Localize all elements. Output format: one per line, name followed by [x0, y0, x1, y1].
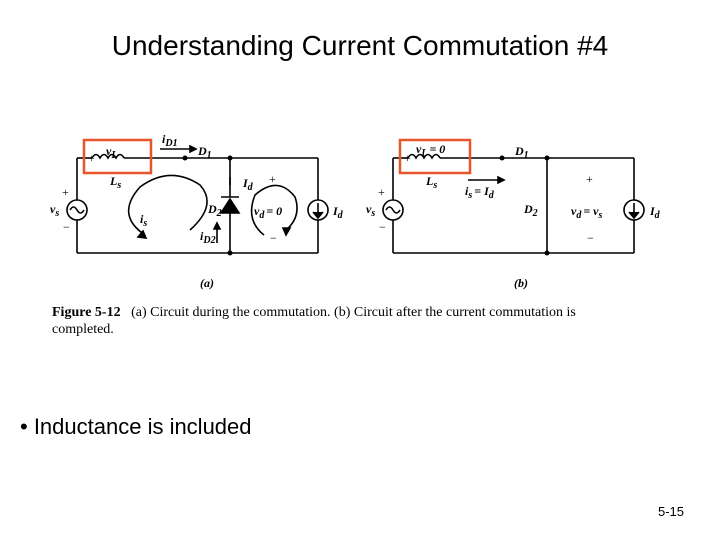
panel-a-highlight-box: [82, 138, 153, 175]
vd-plus-b: +: [586, 172, 593, 186]
node-a-bottom-mid: [227, 250, 233, 256]
vd-label-a: vd= 0: [254, 204, 282, 221]
panel-b-circuit: [382, 153, 645, 254]
figure-caption-label: Figure 5-12: [52, 305, 121, 320]
circuit-figure: + − vL Ls iD1 D1 D2 iD2 is + − vs Id + v…: [50, 132, 661, 290]
D1-label-b: D1: [514, 144, 529, 161]
D2-label-b: D2: [523, 202, 538, 219]
vL-plus-a: +: [88, 151, 95, 165]
node-b-bottom-mid: [544, 250, 550, 256]
node-a-top-d1: [182, 155, 188, 161]
is-label-a: is: [140, 212, 147, 229]
vd-minus-b: −: [587, 231, 594, 245]
panel-b-label: (b): [514, 276, 528, 290]
panel-b-highlight-box: [398, 138, 472, 175]
vd-label-b: vd= vs: [571, 204, 603, 221]
slide-page-number: 5-15: [657, 504, 684, 519]
Ls-label-a: Ls: [109, 174, 121, 191]
Id-right-label-a: Id: [332, 204, 344, 221]
node-b-top-mid: [544, 155, 550, 161]
D1-label-a: D1: [197, 144, 212, 161]
figure-caption-text: (a) Circuit during the commutation. (b) …: [52, 305, 576, 337]
panel-a-circuit: [66, 144, 329, 254]
iD2-label-a: iD2: [200, 229, 216, 246]
vs-minus-a: −: [63, 220, 70, 234]
Id-right-label-b: Id: [649, 204, 661, 221]
vL-plus-b: +: [404, 151, 411, 165]
vd-minus-a: −: [270, 231, 277, 245]
Ls-label-b: Ls: [425, 174, 437, 191]
iD1-label-a: iD1: [162, 132, 178, 149]
slide-title: Understanding Current Commutation #4: [111, 30, 609, 61]
node-b-top-d1: [499, 155, 505, 161]
bullet-text: • Inductance is included: [20, 414, 252, 439]
vL-minus-b: −: [454, 151, 461, 165]
node-a-top-mid: [227, 155, 233, 161]
figure-caption: Figure 5-12 (a) Circuit during the commu…: [52, 304, 612, 338]
vs-label-b: vs: [366, 202, 375, 219]
vs-minus-b: −: [379, 220, 386, 234]
vL-label-a: vL: [106, 144, 117, 161]
vs-plus-a: +: [62, 185, 69, 199]
vs-label-a: vs: [50, 202, 59, 219]
vL-minus-a: −: [137, 151, 144, 165]
is-eq-Id-label-b: is= Id: [465, 184, 495, 201]
Id-label-a: Id: [242, 176, 254, 193]
vs-plus-b: +: [378, 185, 385, 199]
vL-label-b: vL= 0: [416, 142, 445, 159]
panel-a-label: (a): [200, 276, 214, 290]
D2-label-a: D2: [207, 202, 222, 219]
vd-plus-a: +: [269, 172, 276, 186]
